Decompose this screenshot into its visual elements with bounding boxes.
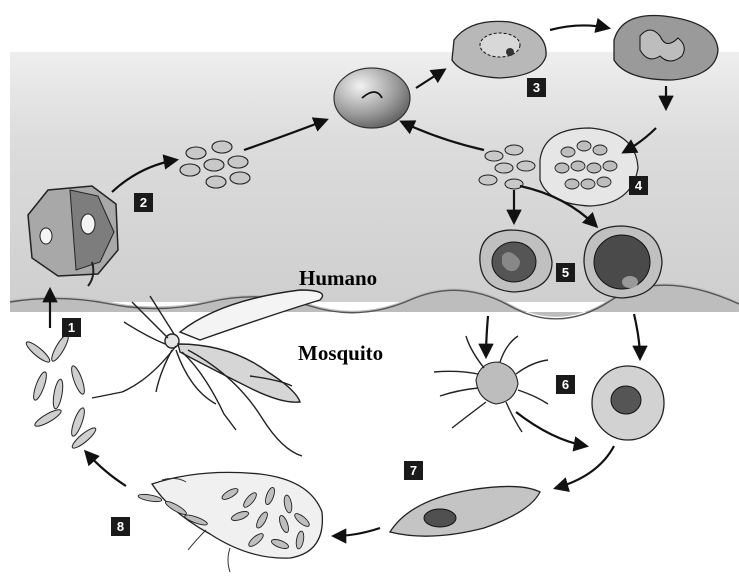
step-badge-1: 1 xyxy=(62,318,81,337)
gametocyte-female xyxy=(584,226,662,298)
red-blood-cell xyxy=(334,68,410,128)
female-gamete xyxy=(592,366,664,440)
gametocyte-male xyxy=(480,230,552,292)
step-badge-2: 2 xyxy=(134,193,153,212)
trophozoite-cell xyxy=(614,16,718,81)
mosquito-region-label: Mosquito xyxy=(298,341,383,366)
schizont-cell xyxy=(540,128,638,206)
mosquito xyxy=(92,290,323,456)
sporozoites xyxy=(24,333,98,451)
step-badge-5: 5 xyxy=(556,263,575,282)
step-badge-3: 3 xyxy=(527,78,546,97)
oocyst xyxy=(152,472,322,572)
step-badge-4: 4 xyxy=(629,176,648,195)
step-badge-8: 8 xyxy=(111,517,130,536)
exflagellating-gamete xyxy=(434,336,548,432)
human-region-label: Humano xyxy=(299,266,377,291)
ring-stage-cell xyxy=(452,21,546,78)
step-badge-7: 7 xyxy=(404,461,423,480)
step-badge-6: 6 xyxy=(556,375,575,394)
ookinete xyxy=(390,486,540,536)
